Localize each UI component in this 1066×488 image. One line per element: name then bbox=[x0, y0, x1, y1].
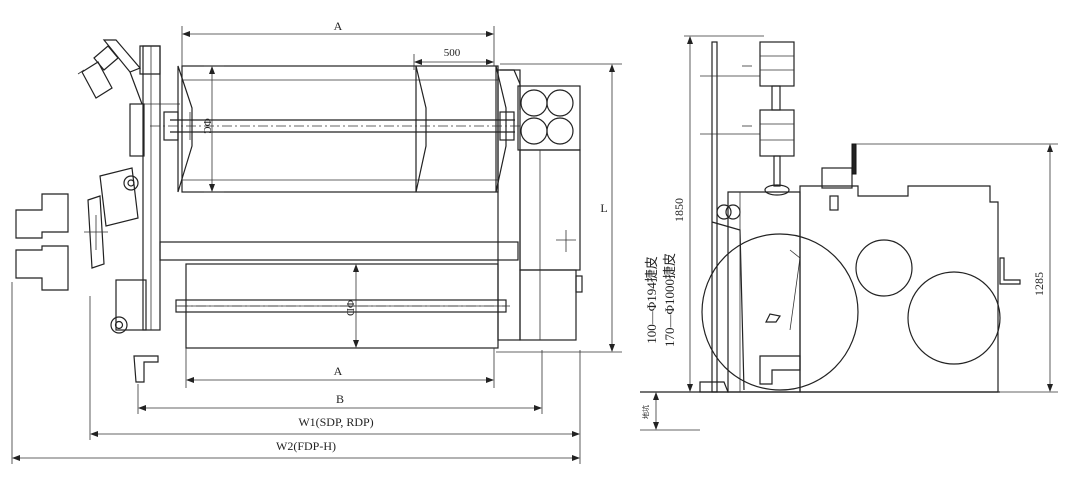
side-main-body bbox=[799, 143, 1021, 393]
range-line-2: 170—Φ1000捷皮 bbox=[662, 253, 677, 347]
dim-A-bottom: A bbox=[185, 348, 495, 388]
dim-phiC: ΦC bbox=[201, 65, 224, 193]
side-unwind-frame bbox=[701, 191, 859, 393]
dim-L-label: L bbox=[600, 201, 607, 215]
range-annotation: 100—Φ194捷皮 170—Φ1000捷皮 bbox=[644, 253, 677, 347]
dim-W1: W1(SDP, RDP) bbox=[89, 296, 581, 440]
swing-control-panel bbox=[84, 195, 108, 269]
left-frame bbox=[99, 45, 180, 383]
dim-1285-label: 1285 bbox=[1032, 272, 1046, 296]
dim-1850: 1850 bbox=[672, 35, 764, 392]
side-view: 地坑 1850 100—Φ194捷皮 170—Φ1000捷皮 bbox=[640, 35, 1058, 431]
front-view: A 500 ΦC ΦD L bbox=[11, 19, 622, 464]
range-line-1: 100—Φ194捷皮 bbox=[644, 256, 659, 344]
dim-W2-label: W2(FDP-H) bbox=[276, 439, 336, 453]
dim-W2: W2(FDP-H) bbox=[11, 282, 581, 464]
centre-lines bbox=[150, 125, 520, 307]
dim-B-label: B bbox=[336, 392, 344, 406]
large-roll-circle bbox=[701, 233, 859, 391]
dim-500: 500 bbox=[413, 47, 494, 70]
side-mast bbox=[699, 41, 760, 393]
dim-A-top: A bbox=[181, 19, 495, 66]
dim-A-bottom-label: A bbox=[334, 364, 343, 378]
dim-W1-label: W1(SDP, RDP) bbox=[298, 415, 373, 429]
dim-phiD: ΦD bbox=[344, 264, 359, 348]
dim-500-label: 500 bbox=[444, 47, 461, 59]
dim-phiD-label: ΦD bbox=[344, 300, 356, 316]
upper-guide-rollers bbox=[759, 41, 795, 196]
top-left-arm-assembly bbox=[77, 39, 161, 105]
dim-L: L bbox=[496, 63, 622, 353]
dim-A-top-label: A bbox=[334, 19, 343, 33]
dim-1285: 1285 bbox=[856, 143, 1058, 393]
right-frame bbox=[497, 69, 583, 341]
left-control-box-upper bbox=[15, 193, 69, 239]
floor-note: 地坑 bbox=[641, 405, 650, 419]
dim-B: B bbox=[137, 350, 543, 414]
left-control-box-lower bbox=[15, 245, 69, 291]
dim-phiC-label: ΦC bbox=[201, 118, 213, 133]
tie-bar bbox=[159, 241, 519, 261]
dim-1850-label: 1850 bbox=[672, 198, 686, 222]
unwind-roll bbox=[163, 65, 515, 193]
